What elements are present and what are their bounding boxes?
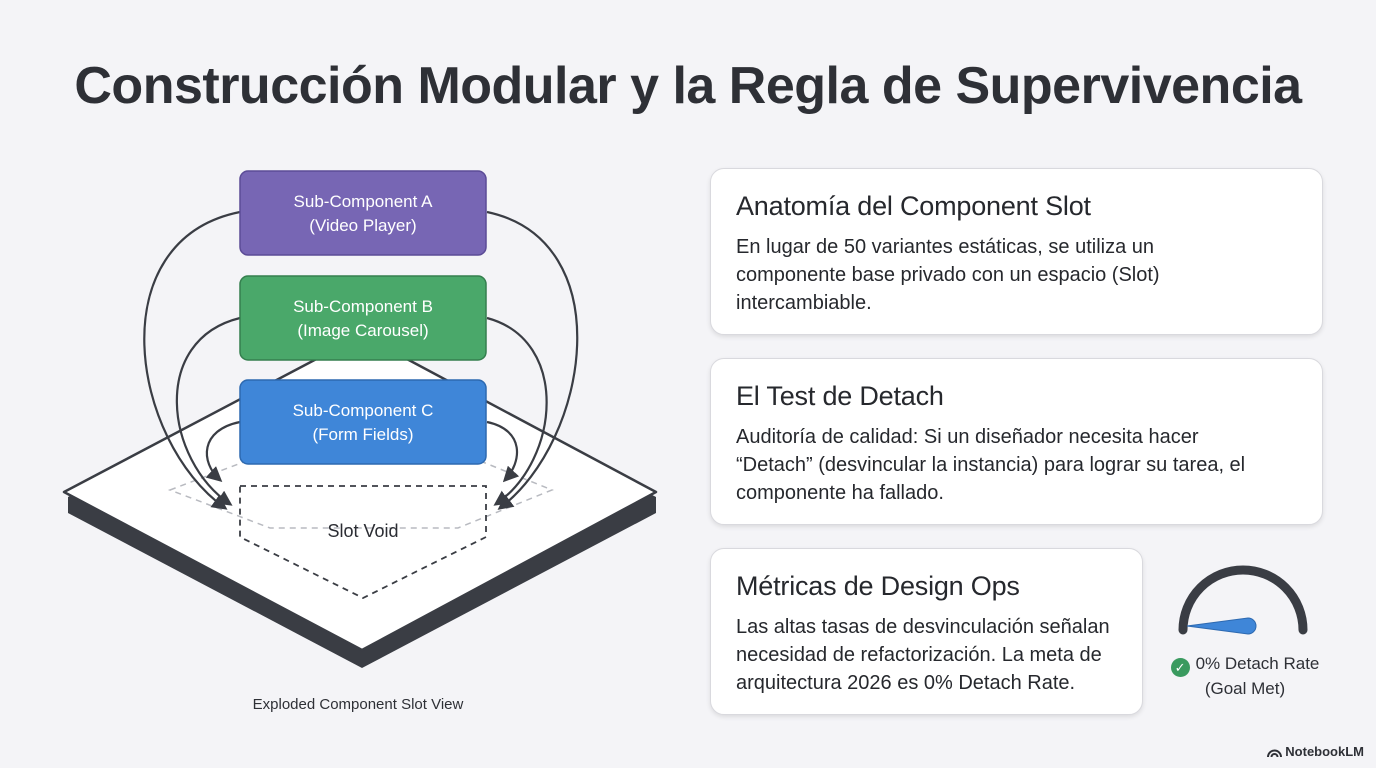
card-body: En lugar de 50 variantes estáticas, se u… (736, 233, 1296, 317)
card-heading: El Test de Detach (736, 381, 944, 411)
sub-component-a-detail: (Video Player) (309, 216, 416, 235)
sub-component-c-detail: (Form Fields) (312, 425, 413, 444)
detach-rate-value: 0% Detach Rate (1195, 654, 1320, 673)
arrow-a-right (486, 210, 579, 510)
sub-component-a-name: Sub-Component A (294, 192, 434, 211)
card-body-line: intercambiable. (736, 292, 872, 314)
detach-rate-gauge (1178, 565, 1308, 635)
card-body-line: Auditoría de calidad: Si un diseñador ne… (736, 426, 1199, 448)
card-body-line: necesidad de refactorización. La meta de (736, 644, 1102, 666)
card-body-line: “Detach” (desvincular la instancia) para… (736, 454, 1246, 476)
gauge-needle (1186, 617, 1257, 635)
slot-void: Slot Void (239, 485, 487, 600)
goal-status: (Goal Met) (1204, 679, 1286, 698)
card-heading: Métricas de Design Ops (736, 571, 1020, 601)
card-body-line: componente ha fallado. (736, 482, 944, 504)
card-body-line: En lugar de 50 variantes estáticas, se u… (736, 236, 1155, 258)
card-heading: Anatomía del Component Slot (736, 191, 1091, 221)
check-icon: ✓ (1170, 658, 1190, 677)
notebooklm-icon (1267, 749, 1283, 758)
card-design-ops-metrics: Métricas de Design Ops Las altas tasas d… (710, 548, 1143, 715)
card-body-line: arquitectura 2026 es 0% Detach Rate. (736, 672, 1076, 694)
slot-void-label: Slot Void (327, 521, 398, 541)
card-component-slot: Anatomía del Component Slot En lugar de … (710, 168, 1323, 335)
card-body: Auditoría de calidad: Si un diseñador ne… (736, 423, 1296, 507)
arrow-c-left (205, 420, 241, 483)
base-platform (62, 333, 658, 668)
arrow-b-right (486, 316, 548, 506)
card-body: Las altas tasas de desvinculación señala… (736, 613, 1116, 697)
diagram-caption: Exploded Component Slot View (252, 696, 464, 713)
sub-component-a: Sub-Component A (Video Player) (239, 170, 487, 256)
arrow-b-left (175, 316, 241, 506)
arrow-a-left (143, 210, 241, 510)
sub-component-c: Sub-Component C (Form Fields) (239, 379, 487, 465)
detach-rate-status: ✓ 0% Detach Rate (Goal Met) (1160, 652, 1330, 701)
sub-component-b-detail: (Image Carousel) (297, 321, 428, 340)
slot-outline-faint (167, 451, 555, 529)
sub-component-b: Sub-Component B (Image Carousel) (239, 275, 487, 361)
arrow-c-right (486, 420, 520, 483)
card-detach-test: El Test de Detach Auditoría de calidad: … (710, 358, 1323, 525)
exploded-slot-diagram: Slot Void Sub-Component A (Video Player)… (62, 170, 658, 668)
sub-component-c-name: Sub-Component C (293, 401, 434, 420)
sub-component-b-name: Sub-Component B (293, 297, 433, 316)
brand-name: NotebookLM (1285, 744, 1364, 759)
card-body-line: Las altas tasas de desvinculación señala… (736, 616, 1110, 638)
gauge-track (1178, 565, 1308, 635)
card-body-line: componente base privado con un espacio (… (736, 264, 1160, 286)
brand-logo: NotebookLM (1267, 744, 1364, 759)
page-title: Construcción Modular y la Regla de Super… (74, 57, 1302, 115)
insertion-arrows (143, 210, 579, 510)
